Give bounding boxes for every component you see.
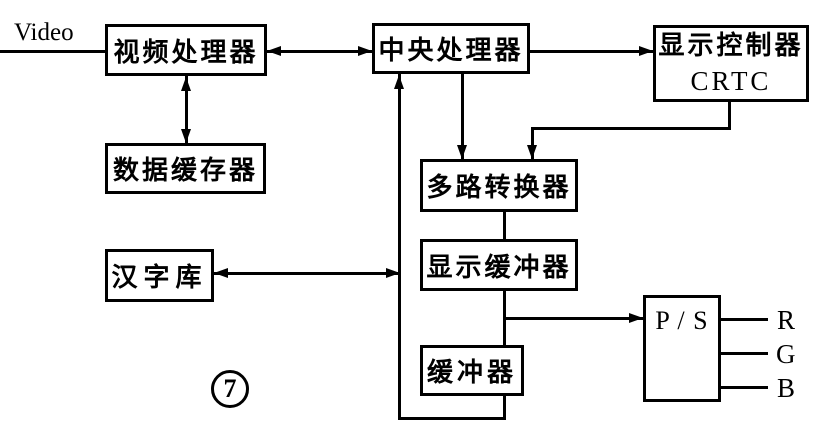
multiplexer-box: 多路转换器	[420, 159, 578, 212]
connector-cpu-multiplexer	[461, 74, 464, 159]
arrowhead-down-into-multiplexer-right	[527, 145, 537, 159]
arrowhead-right-into-cpu	[358, 46, 372, 56]
display-controller-sublabel: CRTC	[690, 65, 772, 96]
output-label-g: G	[776, 339, 796, 369]
display-buffer-box: 显示缓冲器	[420, 239, 578, 291]
hanzi-library-box: 汉字库	[105, 249, 214, 302]
display-controller-label: 显示控制器	[658, 30, 804, 61]
arrowhead-up-into-cpu	[394, 75, 404, 89]
cpu-box: 中央处理器	[372, 23, 530, 74]
arrowhead-right-into-ps	[629, 313, 643, 323]
connector-loop-bottom	[398, 417, 506, 420]
arrowhead-left-into-hanzi-library	[214, 268, 228, 278]
arrowhead-right-into-bus	[386, 268, 400, 278]
arrowhead-left-into-video-processor	[267, 46, 281, 56]
multiplexer-label: 多路转换器	[426, 173, 572, 203]
output-label-b: B	[777, 373, 796, 403]
arrowhead-right-into-display-controller	[639, 46, 653, 56]
arrowhead-down-into-multiplexer-left	[457, 145, 467, 159]
output-line-b	[721, 386, 768, 389]
data-buffer-box: 数据缓存器	[105, 143, 266, 194]
parallel-serial-box: P / S	[643, 295, 721, 402]
figure-number-badge: 7	[211, 370, 249, 408]
connector-videoprocessor-databuffer	[185, 76, 188, 143]
connector-cpu-displaycontroller	[530, 50, 653, 53]
buffer-box: 缓冲器	[420, 345, 524, 396]
video-input-label: Video	[14, 19, 74, 46]
connector-hanzilibrary-bus	[214, 272, 400, 275]
arrowhead-up-into-video-processor	[181, 77, 191, 91]
buffer-label: 缓冲器	[426, 358, 517, 388]
connector-displaybuffer-buffer	[503, 291, 506, 345]
connector-crtc-elbow-horizontal	[531, 127, 731, 130]
connector-feedback-bus	[398, 74, 401, 420]
cpu-label: 中央处理器	[378, 36, 524, 66]
connector-videoprocessor-cpu	[267, 50, 372, 53]
data-buffer-label: 数据缓存器	[112, 156, 258, 186]
connector-multiplexer-displaybuffer	[503, 212, 506, 239]
connector-crtc-elbow-vertical1	[728, 102, 731, 130]
arrowhead-down-into-data-buffer	[181, 129, 191, 143]
video-processor-box: 视频处理器	[105, 24, 267, 76]
connector-buffer-down	[503, 396, 506, 420]
display-controller-box: 显示控制器 CRTC	[653, 25, 809, 102]
display-buffer-label: 显示缓冲器	[426, 252, 572, 283]
parallel-serial-label: P / S	[655, 306, 709, 335]
output-line-r	[721, 318, 768, 321]
figure-number: 7	[223, 374, 237, 403]
output-label-r: R	[777, 305, 796, 335]
hanzi-library-label: 汉字库	[111, 263, 208, 293]
video-input-line	[0, 50, 105, 53]
video-processor-label: 视频处理器	[113, 37, 259, 68]
connector-displaybuffer-ps	[506, 317, 643, 320]
output-line-g	[721, 352, 768, 355]
connector-crtc-elbow-vertical2	[531, 127, 534, 159]
